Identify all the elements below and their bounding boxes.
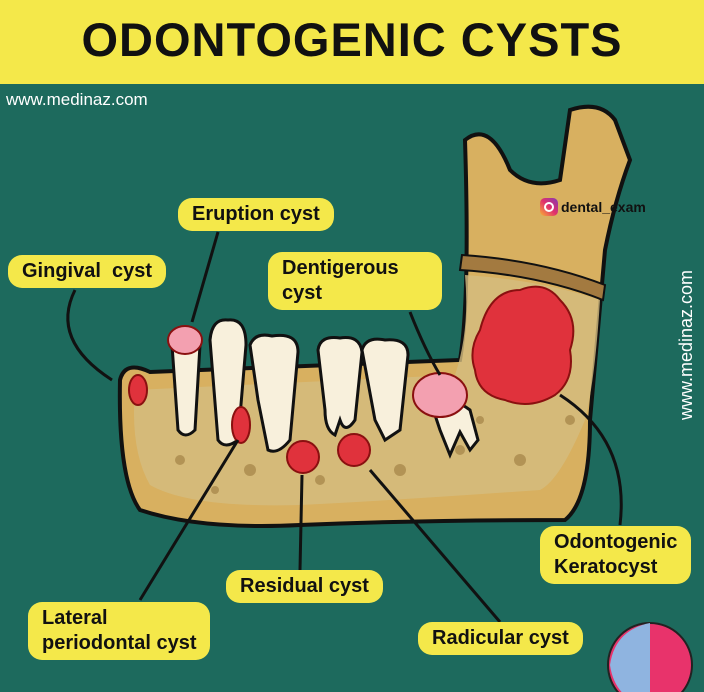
title-banner: [0, 0, 704, 84]
website-watermark: www.medinaz.com: [6, 90, 148, 109]
label-eruption-cyst: Eruption cyst: [178, 198, 334, 231]
label-residual-cyst: Residual cyst: [226, 570, 383, 603]
cysts: [128, 285, 575, 474]
instagram-handle: dental_exam: [540, 198, 646, 216]
page-title: ODONTOGENIC CYSTS: [81, 13, 623, 66]
instagram-icon: [540, 198, 558, 216]
label-dentigerous-cyst: Dentigerous cyst: [268, 252, 442, 310]
logo-mascot: [607, 622, 693, 692]
leader-arrows: [66, 231, 623, 623]
label-gingival-cyst: Gingival cyst: [8, 255, 167, 288]
label-radicular-cyst: Radicular cyst: [418, 622, 583, 655]
